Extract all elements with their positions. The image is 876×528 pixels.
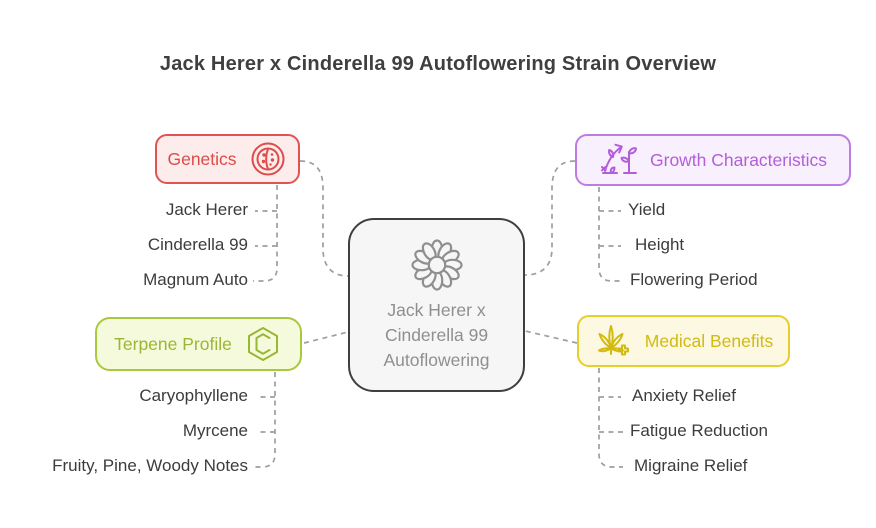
item-terpene-2: Myrcene xyxy=(182,421,248,440)
wire-medical-to-center xyxy=(524,330,578,344)
tree-terpene xyxy=(251,372,276,468)
tree-growth xyxy=(598,187,623,282)
wire-growth-to-center xyxy=(524,160,576,276)
node-medical-label: Medical Benefits xyxy=(644,330,774,351)
center-line-3: Autoflowering xyxy=(383,350,490,370)
item-terpene-1: Caryophyllene xyxy=(139,386,248,405)
flower-icon xyxy=(410,239,463,291)
center-line-2: Cinderella 99 xyxy=(384,325,489,345)
node-terpene-profile: Terpene Profile xyxy=(95,317,302,371)
item-growth-1: Yield xyxy=(628,200,666,219)
diagram-title: Jack Herer x Cinderella 99 Autoflowering… xyxy=(159,53,717,75)
item-genetics-2: Cinderella 99 xyxy=(147,235,248,254)
cannabis-medical-icon xyxy=(597,325,629,356)
node-medical-benefits: Medical Benefits xyxy=(577,315,790,367)
hexagon-c-icon xyxy=(247,327,278,361)
item-genetics-3: Magnum Auto xyxy=(143,270,248,289)
wire-genetics-to-center xyxy=(299,160,349,277)
node-genetics: Genetics xyxy=(155,134,300,184)
item-growth-3: Flowering Period xyxy=(630,270,758,289)
plant-growth-icon xyxy=(601,143,637,174)
item-terpene-3: Fruity, Pine, Woody Notes xyxy=(52,456,248,475)
node-genetics-label: Genetics xyxy=(167,148,237,169)
item-growth-2: Height xyxy=(635,235,685,254)
tree-medical xyxy=(598,368,623,468)
item-medical-3: Migraine Relief xyxy=(634,456,748,475)
item-medical-2: Fatigue Reduction xyxy=(630,421,768,440)
node-terpene-label: Terpene Profile xyxy=(114,333,232,354)
node-growth-characteristics: Growth Characteristics xyxy=(575,134,851,186)
node-growth-label: Growth Characteristics xyxy=(650,149,827,170)
node-center-strain: Jack Herer x Cinderella 99 Autoflowering xyxy=(348,218,525,392)
item-medical-1: Anxiety Relief xyxy=(632,386,736,405)
center-line-1: Jack Herer x xyxy=(387,300,486,320)
tree-genetics xyxy=(253,185,278,282)
cell-genetics-icon xyxy=(251,142,285,176)
wire-terpene-to-center xyxy=(303,331,349,344)
item-genetics-1: Jack Herer xyxy=(165,200,248,219)
